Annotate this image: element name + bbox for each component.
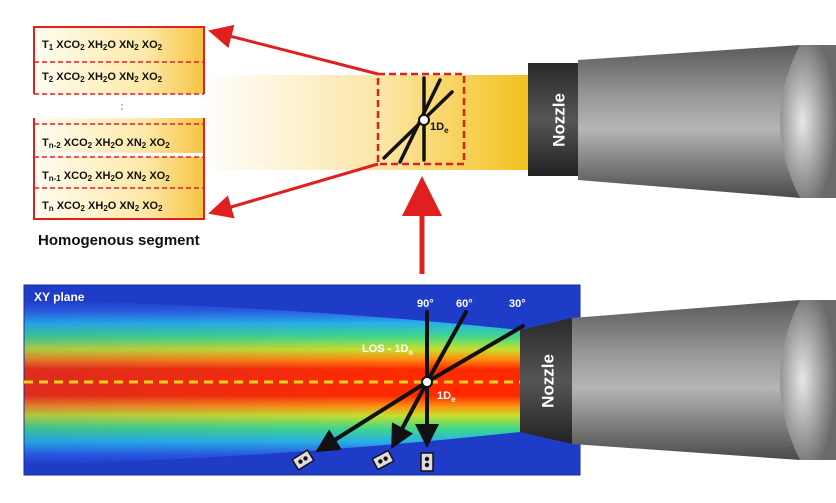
los-label: LOS - 1De [362,343,413,358]
arrow-to-top-segment [208,24,379,76]
segment-row: Tn XCO2 XH2O XN2 XO2 [42,200,163,213]
nozzle-label-bottom: Nozzle [538,354,557,408]
segment-row: T1 XCO2 XH2O XN2 XO2 [42,39,163,52]
angle-60-label: 60° [456,298,473,310]
detector-90 [420,452,434,472]
detector-60 [371,449,395,471]
flame-band [200,75,530,170]
xy-plane-label: XY plane [34,290,85,304]
ellipsis: : [120,99,124,113]
los-rays-bottom [315,310,525,453]
flow-field [24,285,580,475]
angle-90-label: 90° [417,298,434,310]
nozzle-top [528,45,836,198]
segment-row: Tn-1 XCO2 XH2O XN2 XO2 [42,170,170,183]
nozzle-bottom [520,300,836,460]
segment-row: Tn-2 XCO2 XH2O XN2 XO2 [42,137,170,150]
diameter-label-top: 1De [430,121,449,136]
detector-30 [291,449,315,471]
center-point-bottom [421,376,433,388]
center-point-top [418,114,430,126]
segment-stack [33,26,205,220]
angle-30-label: 30° [509,298,526,310]
segment-row: T2 XCO2 XH2O XN2 XO2 [42,71,163,84]
nozzle-label-top: Nozzle [549,93,568,147]
arrow-to-bottom-segment [208,162,379,219]
diameter-label-bottom: 1De [437,390,456,405]
homogenous-segment-title: Homogenous segment [38,232,200,249]
